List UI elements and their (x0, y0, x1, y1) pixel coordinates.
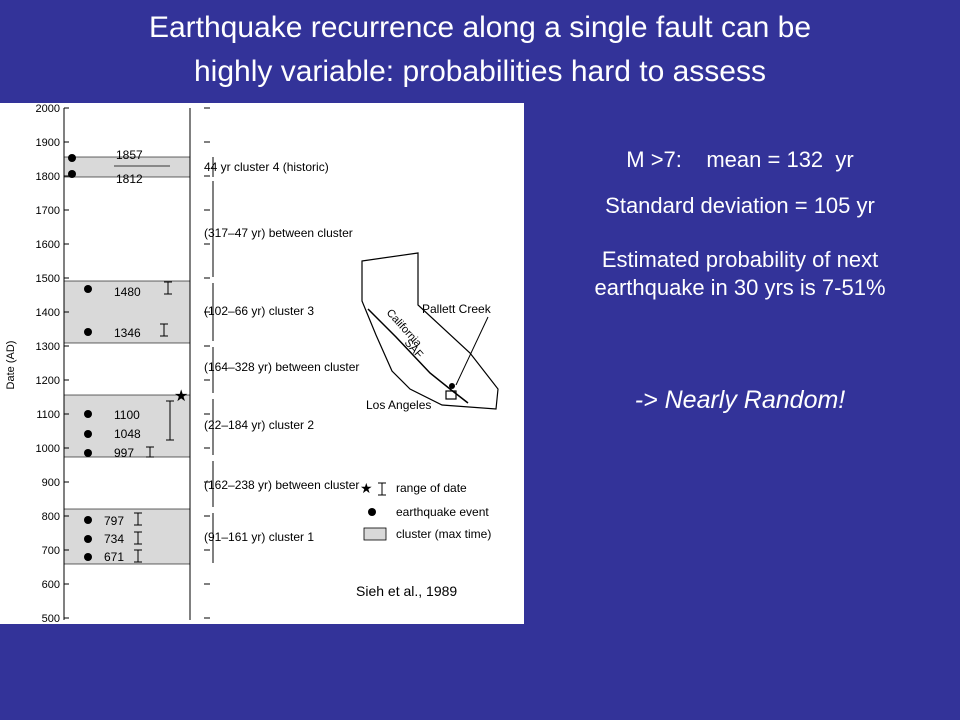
event-dot (84, 553, 92, 561)
tick-1100: 1100 (36, 409, 60, 421)
event-dot (84, 328, 92, 336)
event-1048: 1048 (114, 427, 141, 441)
event-797: 797 (104, 514, 124, 528)
title-line-2: highly variable: probabilities hard to a… (194, 55, 766, 88)
event-dot (84, 410, 92, 418)
star-marker: ★ (174, 388, 188, 405)
tick-1900: 1900 (36, 137, 60, 149)
recurrence-figure: Date (AD) 2000 1900 1800 1700 1600 1500 … (0, 103, 524, 624)
map-label-pallett-creek: Pallett Creek (422, 302, 492, 316)
event-671: 671 (104, 550, 124, 564)
event-1346: 1346 (114, 326, 141, 340)
conclusion: -> Nearly Random! (634, 386, 846, 414)
slide-title: Earthquake recurrence along a single fau… (20, 6, 940, 94)
tick-800: 800 (42, 511, 60, 523)
interval-cluster-3: (102–66 yr) cluster 3 (204, 304, 314, 318)
event-734: 734 (104, 532, 124, 546)
event-1857: 1857 (116, 148, 143, 162)
tick-1400: 1400 (36, 307, 60, 319)
tick-900: 900 (42, 477, 60, 489)
tick-600: 600 (42, 579, 60, 591)
event-dot (84, 285, 92, 293)
interval-cluster-2: (22–184 yr) cluster 2 (204, 418, 314, 432)
citation: Sieh et al., 1989 (356, 583, 457, 599)
interval-cluster-4: 44 yr cluster 4 (historic) (204, 160, 329, 174)
legend: ★ range of date earthquake event cluster… (360, 480, 491, 541)
event-dot (84, 535, 92, 543)
map-label-los-angeles: Los Angeles (366, 398, 431, 412)
probability-line-2: earthquake in 30 yrs is 7-51% (594, 275, 886, 300)
event-997: 997 (114, 446, 134, 460)
event-dot (84, 449, 92, 457)
legend-star: ★ (360, 480, 373, 496)
legend-range: range of date (396, 481, 467, 495)
interval-between-1: (317–47 yr) between cluster (204, 226, 353, 240)
tick-1300: 1300 (36, 341, 60, 353)
event-dot (68, 170, 76, 178)
tick-1000: 1000 (36, 443, 60, 455)
mean-line: M >7: mean = 132 yr (626, 147, 854, 172)
tick-1600: 1600 (36, 239, 60, 251)
cluster-2-box (63, 394, 191, 458)
legend-event: earthquake event (396, 505, 489, 519)
event-1100: 1100 (114, 408, 140, 422)
tick-2000: 2000 (36, 103, 60, 115)
event-dot (68, 154, 76, 162)
tick-1200: 1200 (36, 375, 60, 387)
title-line-1: Earthquake recurrence along a single fau… (148, 11, 812, 44)
event-1812: 1812 (116, 172, 143, 186)
tick-500: 500 (42, 613, 60, 624)
cluster-1-box (63, 508, 191, 565)
interval-between-3: (162–238 yr) between cluster (204, 478, 359, 492)
axis-label: Date (AD) (5, 341, 17, 390)
tick-1500: 1500 (36, 273, 60, 285)
tick-1800: 1800 (36, 171, 60, 183)
event-dot (84, 430, 92, 438)
event-dot (84, 516, 92, 524)
stddev-line: Standard deviation = 105 yr (605, 193, 875, 218)
legend-cluster: cluster (max time) (396, 527, 491, 541)
california-map (361, 252, 499, 410)
tick-700: 700 (42, 545, 60, 557)
event-1480: 1480 (114, 285, 141, 299)
probability-line-1: Estimated probability of next (601, 247, 879, 272)
interval-cluster-1: (91–161 yr) cluster 1 (204, 530, 314, 544)
probability-text: Estimated probability of next earthquake… (530, 246, 950, 302)
interval-between-2: (164–328 yr) between cluster (204, 360, 359, 374)
tick-1700: 1700 (36, 205, 60, 217)
